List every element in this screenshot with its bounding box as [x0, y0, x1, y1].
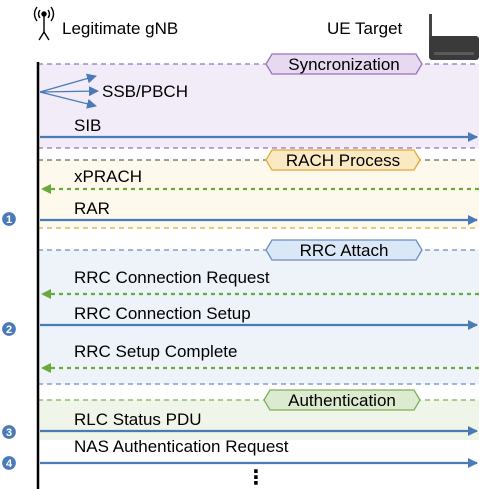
antenna-tower-icon: [33, 6, 55, 41]
router-icon: [429, 14, 479, 60]
rrc-phase-tag: RRC Attach: [265, 239, 423, 261]
continuation-ellipsis: ⋮: [246, 465, 266, 489]
right-entity-label: UE Target: [327, 19, 403, 38]
svg-text:1: 1: [6, 214, 12, 226]
msg-rrc-complete-label: RRC Setup Complete: [74, 342, 237, 361]
rach-phase-band: [38, 160, 479, 228]
rrc-phase-band: [38, 250, 479, 384]
sync-phase-label: Syncronization: [288, 55, 400, 74]
msg-rlc-status-label: RLC Status PDU: [74, 410, 202, 429]
svg-text:3: 3: [6, 427, 12, 439]
sync-phase-band: [38, 64, 479, 148]
phase-separators: [38, 63, 479, 401]
step-badge-1: 1: [0, 210, 18, 228]
msg-rrc-setup-label: RRC Connection Setup: [74, 304, 251, 323]
svg-text:4: 4: [6, 458, 13, 470]
msg-xprach-label: xPRACH: [74, 167, 142, 186]
sync-phase-tag: Syncronization: [265, 53, 423, 75]
auth-phase-tag: Authentication: [263, 389, 421, 411]
msg-rrc-request-label: RRC Connection Request: [74, 268, 270, 287]
step-badge-2: 2: [0, 320, 18, 338]
msg-nas-auth-label: NAS Authentication Request: [74, 437, 289, 456]
rach-phase-label: RACH Process: [286, 151, 400, 170]
step-badge-3: 3: [0, 423, 18, 441]
left-entity-label: Legitimate gNB: [62, 19, 178, 38]
svg-text:2: 2: [6, 324, 12, 336]
msg-rar-label: RAR: [74, 199, 110, 218]
step-badge-4: 4: [0, 454, 18, 472]
auth-phase-label: Authentication: [288, 391, 396, 410]
msg-ssb-pbch-label: SSB/PBCH: [102, 82, 188, 101]
rach-phase-tag: RACH Process: [265, 149, 421, 171]
msg-ssb-pbch: [39, 73, 99, 109]
rrc-phase-label: RRC Attach: [300, 241, 389, 260]
msg-sib-label: SIB: [74, 116, 101, 135]
